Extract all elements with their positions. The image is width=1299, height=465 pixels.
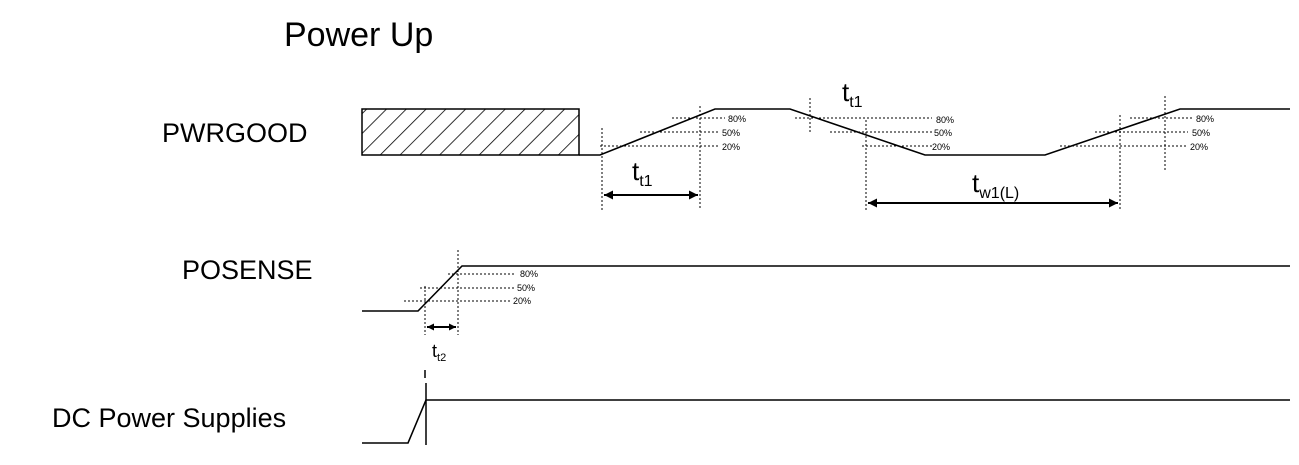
- pwrgood-edge2-label-20: 20%: [1190, 142, 1208, 152]
- dc-power-waveform: [362, 399, 1290, 444]
- diagram-title: Power Up: [284, 16, 433, 54]
- pwrgood-fall-label-80: 80%: [936, 115, 954, 125]
- pwrgood-rising-edge-2-thresholds: [1060, 96, 1192, 210]
- pwrgood-edge2-label-50: 50%: [1192, 128, 1210, 138]
- signal-label-posense: POSENSE: [182, 255, 313, 285]
- pwrgood-edge1-label-20: 20%: [722, 142, 740, 152]
- pwrgood-edge1-label-80: 80%: [728, 114, 746, 124]
- pwrgood-fall-label-20: 20%: [932, 142, 950, 152]
- tt1-rise-label: tt1: [632, 156, 653, 190]
- pwrgood-falling-edge-thresholds: [795, 98, 932, 210]
- tt1-fall-label: tt1: [842, 77, 863, 111]
- posense-label-50: 50%: [517, 283, 535, 293]
- pwrgood-fall-label-50: 50%: [934, 128, 952, 138]
- tw1l-label: tw1(L): [972, 168, 1019, 202]
- tt2-label: tt2: [432, 341, 446, 364]
- posense-label-80: 80%: [520, 269, 538, 279]
- pwrgood-undefined-region: [361, 108, 580, 156]
- pwrgood-edge2-label-80: 80%: [1196, 114, 1214, 124]
- posense-label-20: 20%: [513, 296, 531, 306]
- posense-thresholds: [404, 250, 514, 335]
- signal-label-pwrgood: PWRGOOD: [162, 118, 308, 148]
- pwrgood-waveform: [579, 108, 1290, 156]
- signal-label-dc-power-supplies: DC Power Supplies: [52, 403, 286, 433]
- pwrgood-rising-edge-1-thresholds: [600, 106, 725, 210]
- pwrgood-edge1-label-50: 50%: [722, 128, 740, 138]
